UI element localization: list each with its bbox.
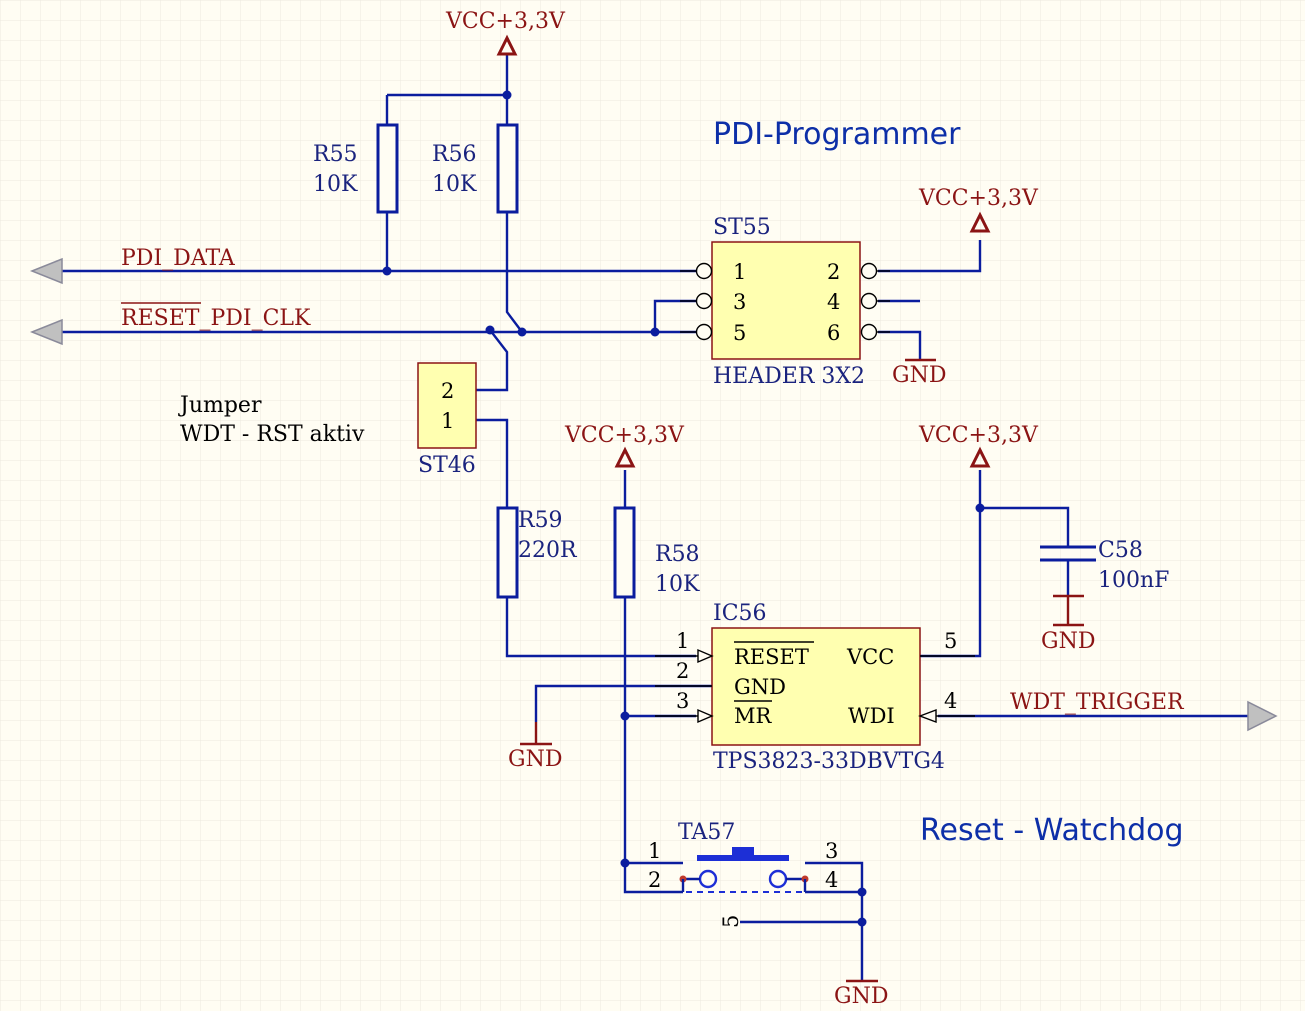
r56-value: 10K <box>432 172 477 197</box>
jumper-st46: 2 1 ST46 <box>417 362 477 478</box>
st55-pin-1: 1 <box>733 260 746 284</box>
ic56-supervisor: 1 2 3 4 5 RESET GND MR VCC WDI IC56 TPS3… <box>655 601 975 774</box>
gnd-label: GND <box>508 747 562 772</box>
capacitor-c58: C58 100nF <box>1040 538 1169 593</box>
vcc-label: VCC+3,3V <box>564 423 685 448</box>
reset-overbar-text: RESET <box>121 306 200 331</box>
ic56-pin-2: 2 <box>676 659 689 683</box>
ta57-pin-3: 3 <box>825 839 838 863</box>
ta57-pin-4: 4 <box>825 868 838 892</box>
header-st55: 1 2 3 4 5 6 ST55 HEADER 3X2 <box>680 215 890 389</box>
gnd-label: GND <box>1041 629 1095 654</box>
gnd-symbol-header: GND <box>892 358 946 388</box>
resistor-r55: R55 10K <box>313 123 399 214</box>
ta57-ref: TA57 <box>678 820 735 845</box>
gnd-label: GND <box>834 984 888 1009</box>
ic56-pin-1: 1 <box>676 629 689 653</box>
vcc-symbol-r58: VCC+3,3V <box>564 423 685 468</box>
resistor-r59: R59 220R <box>496 506 578 599</box>
ic56-vcc-label: VCC <box>846 645 894 669</box>
ic56-wdi-label: WDI <box>848 704 895 728</box>
jumper-note-line1: Jumper <box>178 393 262 418</box>
ic56-gnd-label: GND <box>734 675 786 699</box>
section-title-reset-watchdog: Reset - Watchdog <box>920 813 1184 848</box>
resistor-r56: R56 10K <box>432 123 519 214</box>
r56-ref: R56 <box>432 142 477 167</box>
gnd-symbol-ic: GND <box>508 722 562 772</box>
ic56-ref: IC56 <box>713 601 767 626</box>
r58-value: 10K <box>655 572 700 597</box>
ic56-pin-4: 4 <box>944 689 957 713</box>
st55-pin-6: 6 <box>827 321 840 345</box>
net-label-pdi-data: PDI_DATA <box>121 246 236 271</box>
gnd-symbol-switch: GND <box>834 979 888 1009</box>
c58-value: 100nF <box>1098 568 1169 593</box>
st55-pin-3: 3 <box>733 290 746 314</box>
gnd-label: GND <box>892 363 946 388</box>
ic56-part: TPS3823-33DBVTG4 <box>713 749 945 774</box>
port-wdt-trigger <box>1247 700 1278 732</box>
jumper-note-line2: WDT - RST aktiv <box>180 422 365 447</box>
r55-ref: R55 <box>313 142 358 167</box>
st55-pin-4: 4 <box>827 290 840 314</box>
port-reset-pdi-clk <box>29 318 63 346</box>
st46-pin-1: 1 <box>441 409 454 433</box>
junction-dots <box>382 90 985 927</box>
r55-value: 10K <box>313 172 358 197</box>
vcc-symbol-top: VCC+3,3V <box>445 9 566 56</box>
pushbutton-ta57: 1 2 3 4 5 TA57 <box>648 820 838 928</box>
st55-type: HEADER 3X2 <box>713 364 865 389</box>
section-title-pdi-programmer: PDI-Programmer <box>713 117 961 152</box>
st55-pin-2: 2 <box>827 260 840 284</box>
gnd-symbol-c58: GND <box>1041 594 1095 654</box>
st46-ref: ST46 <box>418 453 476 478</box>
st55-ref: ST55 <box>713 215 771 240</box>
resistor-r58: R58 10K <box>613 506 700 599</box>
r59-ref: R59 <box>518 508 563 533</box>
ic56-pin-5: 5 <box>944 629 957 653</box>
ta57-pin-2: 2 <box>648 868 661 892</box>
ic56-mr-label: MR <box>734 704 773 728</box>
port-pdi-data <box>29 257 63 285</box>
ic56-pin-3: 3 <box>676 689 689 713</box>
ta57-pin-1: 1 <box>648 839 661 863</box>
vcc-label: VCC+3,3V <box>445 9 566 34</box>
pdi-clk-text: _PDI_CLK <box>199 306 311 331</box>
net-label-reset-pdi-clk: RESET_PDI_CLK <box>121 306 311 331</box>
st46-pin-2: 2 <box>441 379 454 403</box>
vcc-label: VCC+3,3V <box>918 423 1039 448</box>
st55-pin-5: 5 <box>733 321 746 345</box>
vcc-symbol-ic: VCC+3,3V <box>918 423 1039 468</box>
vcc-label: VCC+3,3V <box>918 186 1039 211</box>
r59-value: 220R <box>518 538 578 563</box>
r58-ref: R58 <box>655 542 700 567</box>
vcc-symbol-header: VCC+3,3V <box>918 186 1039 233</box>
ic56-reset-label: RESET <box>734 645 809 669</box>
ta57-pin-5: 5 <box>719 915 743 928</box>
c58-ref: C58 <box>1098 538 1143 563</box>
net-label-wdt-trigger: WDT_TRIGGER <box>1010 690 1185 715</box>
